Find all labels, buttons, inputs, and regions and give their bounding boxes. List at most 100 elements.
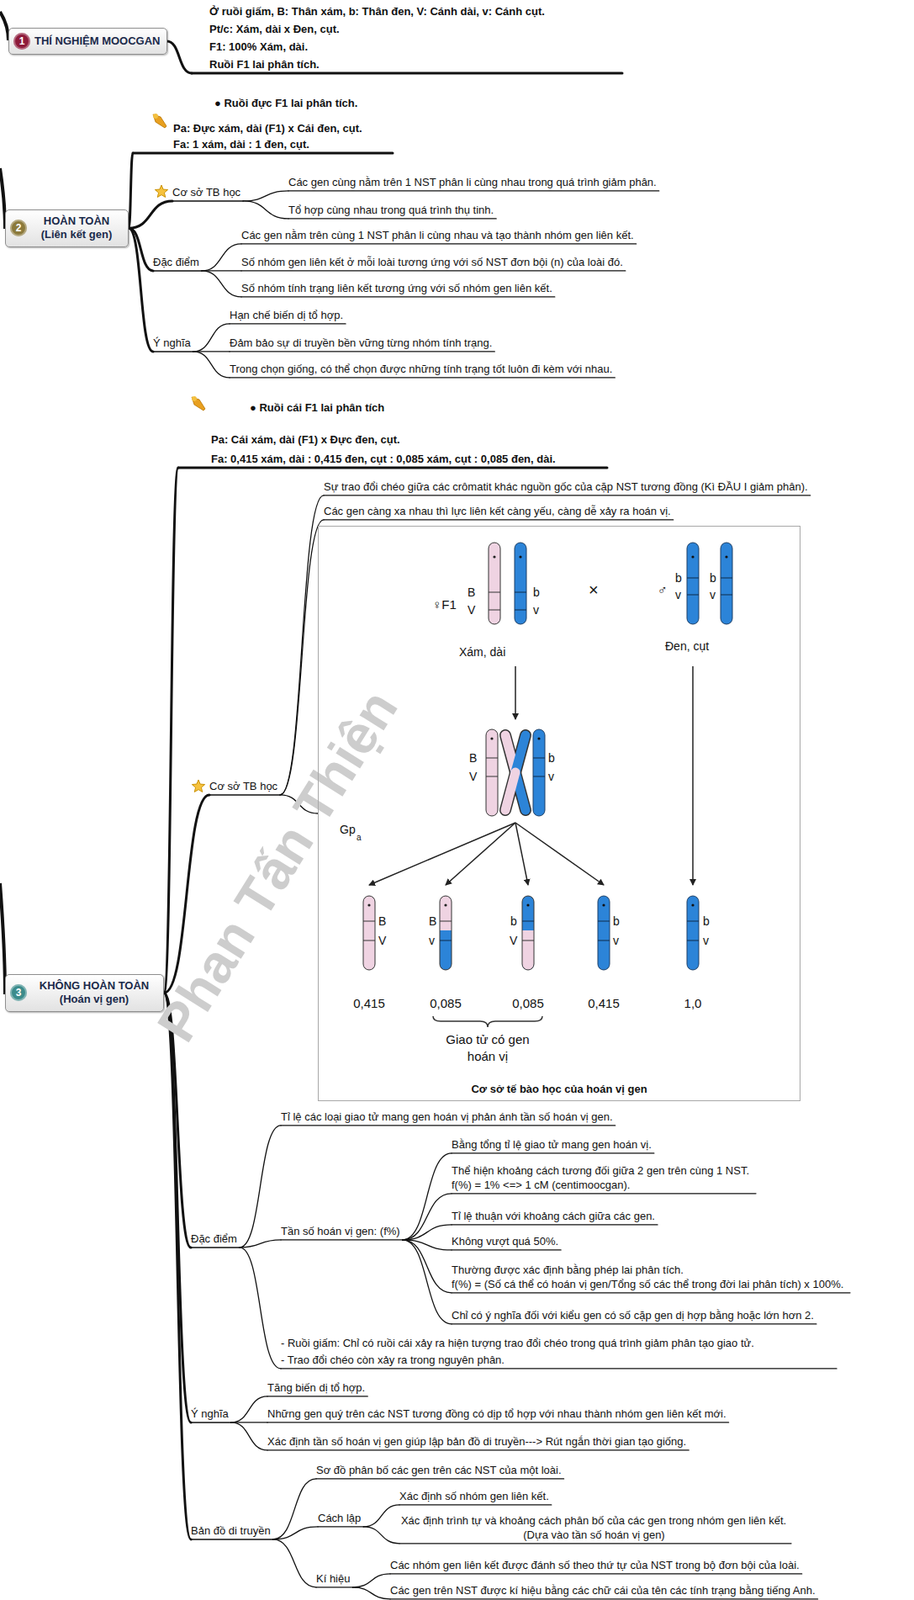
branch-line bbox=[193, 323, 230, 352]
branch-text: Xác định tần số hoán vị gen giúp lập bản… bbox=[267, 1434, 687, 1449]
branch-line bbox=[363, 1504, 400, 1527]
gene-label: v bbox=[428, 932, 435, 948]
ratio-number: 1,0 bbox=[684, 994, 703, 1012]
chromosome-pair-male bbox=[686, 542, 699, 624]
branch-line bbox=[352, 1573, 391, 1587]
gamete-chromosome bbox=[686, 920, 699, 922]
branch-line bbox=[201, 270, 242, 297]
chromosome-pair-male bbox=[720, 594, 733, 596]
underline bbox=[451, 1192, 756, 1194]
underline bbox=[172, 200, 244, 202]
arrow bbox=[369, 822, 516, 885]
branch-line bbox=[363, 1526, 400, 1543]
chromosome-pair-female bbox=[488, 609, 501, 611]
info-text: Fa: 0,415 xám, dài : 0,415 đen, cụt : 0,… bbox=[211, 452, 556, 467]
branch-text: Tăng biến dị tổ hợp. bbox=[267, 1380, 365, 1395]
info-text: Pa: Cái xám, dài (F1) x Đực đen, cụt. bbox=[211, 433, 401, 448]
branch-text: - Trao đổi chéo còn xảy ra trong nguyên … bbox=[280, 1352, 505, 1368]
underline bbox=[153, 350, 194, 353]
gamete-chromosome bbox=[526, 903, 529, 906]
underline bbox=[132, 151, 393, 154]
info-text: Ruồi F1 lai phân tích. bbox=[209, 58, 320, 73]
info-text: Pt/c: Xám, dài x Đen, cụt. bbox=[209, 22, 340, 37]
branch-line bbox=[402, 1224, 452, 1240]
crossing-over bbox=[490, 736, 493, 740]
branch-line bbox=[231, 1395, 268, 1422]
key-icon bbox=[191, 396, 206, 411]
trunk-line bbox=[0, 11, 9, 41]
underline bbox=[190, 1246, 240, 1248]
underline bbox=[390, 1572, 803, 1574]
branch-text: Các nhóm gen liên kết được đánh số theo … bbox=[390, 1558, 800, 1573]
chromosome-pair-female bbox=[514, 609, 527, 611]
crossing-over bbox=[505, 771, 516, 810]
arrow bbox=[515, 822, 529, 885]
gene-label: b bbox=[548, 750, 555, 766]
gamete-label: a bbox=[356, 831, 362, 843]
category-label: Ý nghĩa bbox=[190, 1406, 229, 1422]
gamete-chromosome bbox=[439, 895, 452, 970]
underline bbox=[323, 494, 811, 496]
branch-text: Tổ hợp cùng nhau trong quá trình thụ tin… bbox=[288, 203, 494, 218]
info-text: Fa: 1 xám, dài : 1 đen, cụt. bbox=[173, 137, 310, 153]
chromosome-pair-female bbox=[488, 591, 501, 593]
gene-label: V bbox=[378, 932, 386, 948]
branch-line bbox=[231, 1421, 268, 1450]
branch-text: Các gen nằm trên cùng 1 NST phân li cùng… bbox=[241, 228, 634, 244]
branch-line bbox=[163, 992, 191, 1539]
branch-text: Bằng tổng tỉ lệ giao tử mang gen hoán vị… bbox=[451, 1137, 652, 1152]
arrow bbox=[692, 665, 694, 885]
branch-text: Sơ đồ phân bố các gen trên các NST của m… bbox=[316, 1463, 562, 1478]
gamete-chromosome bbox=[363, 895, 376, 970]
chromosome-pair-female bbox=[514, 542, 527, 624]
branch-line bbox=[352, 1586, 391, 1599]
category-label: Cơ sở TB học bbox=[209, 779, 278, 794]
gamete-chromosome bbox=[439, 929, 452, 970]
phenotype-label: Xám, dài bbox=[459, 644, 506, 660]
branch-line bbox=[243, 190, 289, 201]
branch-line bbox=[128, 153, 133, 228]
category-label: Cơ sở TB học bbox=[172, 185, 241, 201]
crossing-over bbox=[486, 776, 498, 777]
branch-line bbox=[239, 1246, 281, 1369]
gene-label: v bbox=[675, 586, 682, 603]
category-label: Ý nghĩa bbox=[153, 336, 191, 351]
gamete-chromosome bbox=[597, 895, 610, 970]
figure-frame: Cơ sở tế bào học của hoán vị gen bbox=[317, 525, 801, 1101]
crossing-over bbox=[533, 757, 545, 759]
gene-label: B bbox=[378, 913, 386, 929]
gene-label: v bbox=[702, 932, 709, 948]
star-icon bbox=[154, 184, 168, 197]
topic-box: 3KHÔNG HOÀN TOÀN (Hoán vị gen) bbox=[5, 973, 164, 1012]
underline bbox=[451, 1291, 851, 1293]
gene-label: v bbox=[548, 768, 555, 784]
arrow bbox=[515, 822, 604, 885]
chromosome-pair-female bbox=[518, 554, 522, 558]
underline bbox=[191, 71, 623, 74]
info-text: Pa: Đực xám, dài (F1) x Cái đen, cụt. bbox=[173, 121, 363, 137]
branch-text: Tần số hoán vị gen: (f%) bbox=[280, 1224, 401, 1239]
crossing-over bbox=[533, 729, 545, 816]
gene-label: V bbox=[467, 602, 476, 618]
underline bbox=[280, 1124, 616, 1126]
gene-label: v bbox=[709, 586, 716, 603]
branch-text: Các gen trên NST được kí hiệu bằng các c… bbox=[390, 1583, 816, 1598]
gamete-chromosome bbox=[597, 940, 610, 941]
branch-text: Số nhóm tính trạng liên kết tương ứng vớ… bbox=[241, 281, 553, 296]
branch-text: Đảm bảo sự di truyền bền vững từng nhóm … bbox=[229, 336, 492, 351]
arrow bbox=[514, 665, 517, 719]
gamete-chromosome bbox=[367, 903, 370, 906]
underline bbox=[241, 295, 555, 297]
category-label: Cách lập bbox=[317, 1511, 361, 1526]
branch-line bbox=[201, 243, 242, 271]
underline bbox=[229, 376, 615, 378]
underline bbox=[267, 1394, 368, 1396]
crossing-over bbox=[486, 729, 545, 816]
arrow bbox=[445, 822, 516, 885]
gene-label: B bbox=[428, 913, 437, 929]
underline bbox=[178, 465, 608, 469]
underline bbox=[316, 1477, 565, 1479]
chromosome-pair-male bbox=[724, 554, 728, 558]
branch-line bbox=[402, 1239, 452, 1324]
info-text: Ở ruồi giấm, B: Thân xám, b: Thân đen, V… bbox=[209, 5, 545, 20]
